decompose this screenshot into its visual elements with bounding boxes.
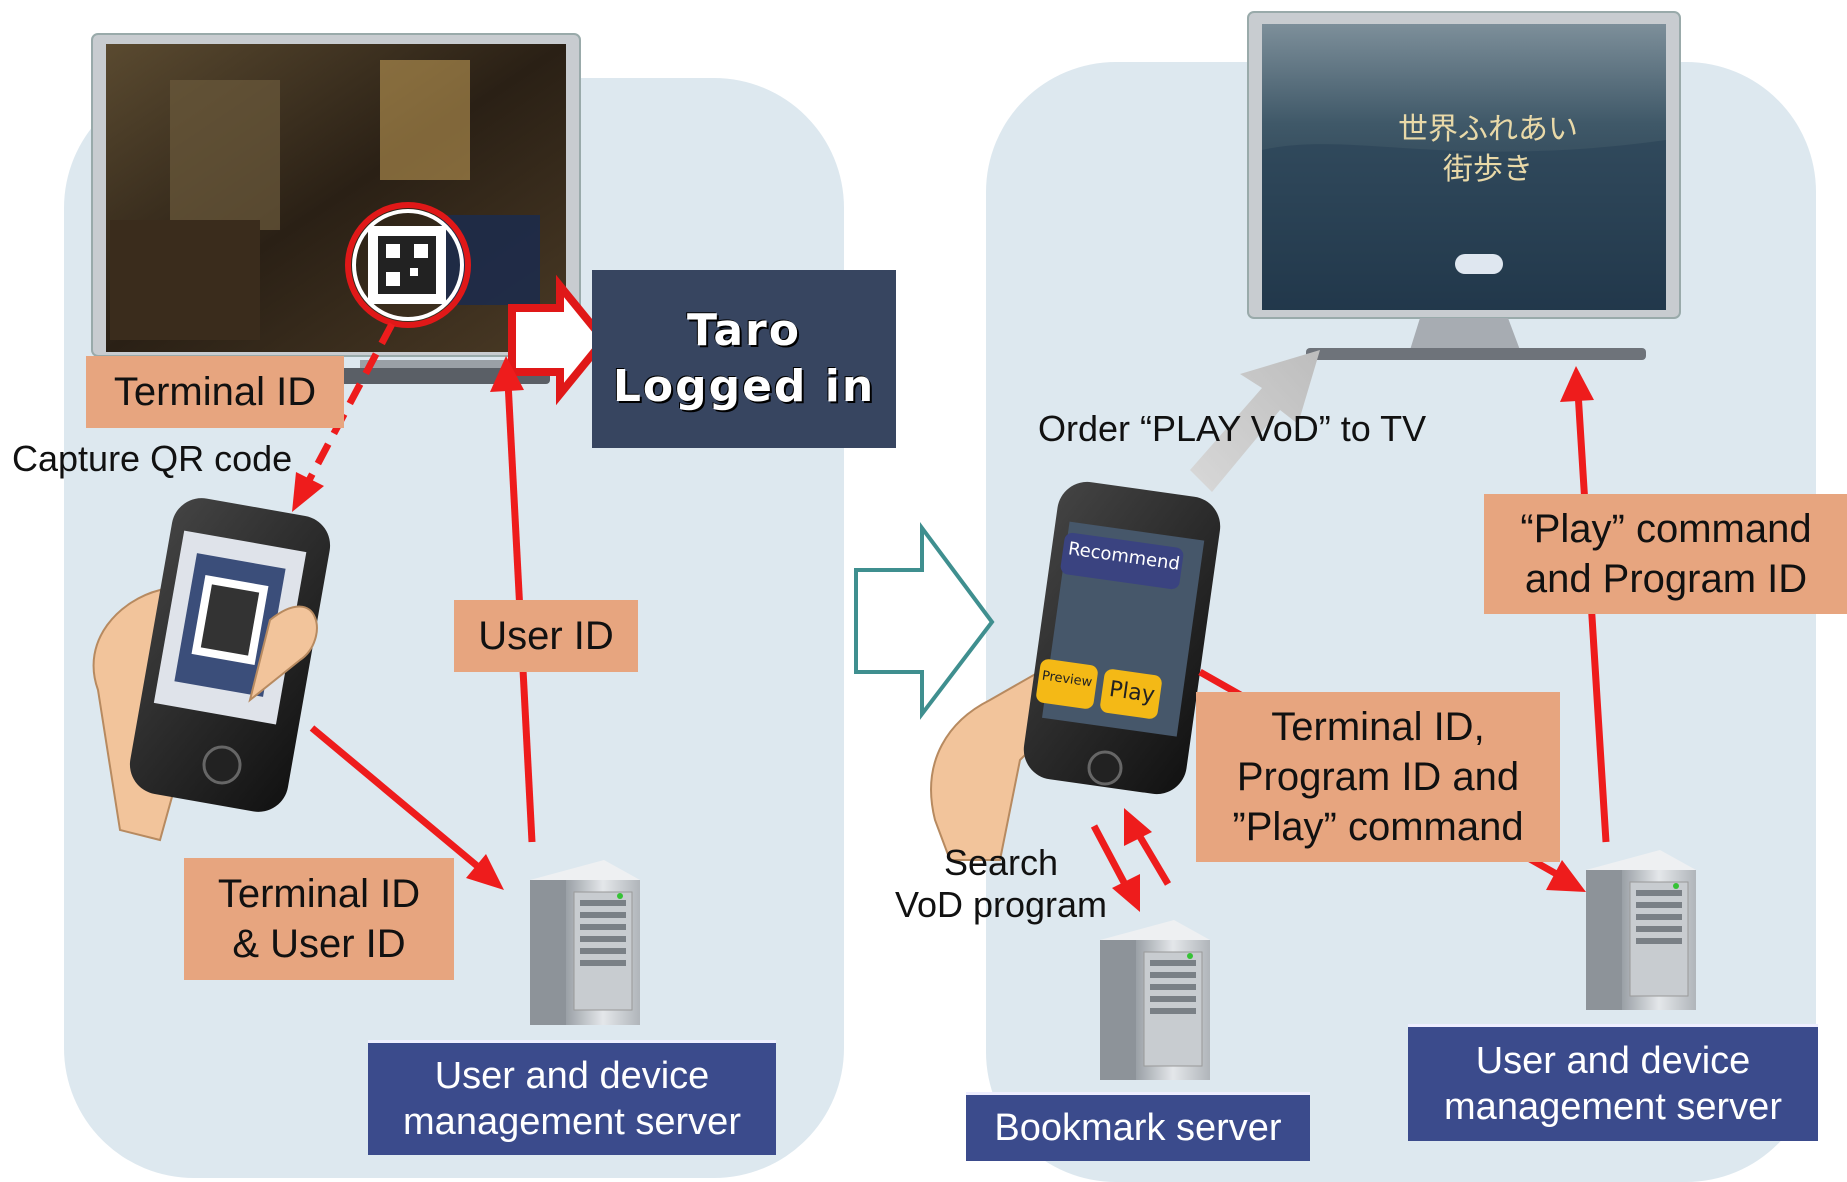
terminal-user-id-line1: Terminal ID xyxy=(217,872,421,916)
play-order-arrow-icon xyxy=(1190,350,1320,492)
tv-program-title: 世界ふれあい 街歩き xyxy=(1378,110,1598,190)
terminal-id-label-text: Terminal ID xyxy=(113,370,317,414)
left-phone-to-server-arrow xyxy=(309,725,504,890)
bookmark-server-label: Bookmark server xyxy=(966,1092,1310,1161)
terminal-id-label: Terminal ID xyxy=(86,356,344,428)
right-server-label-line1: User and device xyxy=(1475,1040,1751,1082)
left-phone-icon xyxy=(92,498,331,842)
play-command-line2: and Program ID xyxy=(1524,557,1808,601)
bookmark-server-label-text: Bookmark server xyxy=(994,1107,1282,1149)
left-server-label: User and device management server xyxy=(368,1040,776,1155)
search-caption-line1: Search xyxy=(943,842,1059,883)
right-server-icon xyxy=(1586,850,1696,1010)
user-id-label: User ID xyxy=(454,600,638,672)
tv-qr-code-icon xyxy=(345,202,471,328)
left-tv-icon xyxy=(91,33,581,384)
play-command-label: “Play” command and Program ID xyxy=(1484,494,1847,614)
search-up-arrow xyxy=(1124,808,1172,886)
login-user-name: Taro xyxy=(687,305,801,356)
terminal-user-id-label: Terminal ID & User ID xyxy=(184,858,454,980)
terminal-program-line1: Terminal ID, xyxy=(1271,705,1485,749)
login-status-text: Logged in xyxy=(612,361,876,412)
right-phone-icon xyxy=(930,481,1221,861)
right-server-label: User and device management server xyxy=(1408,1024,1818,1141)
left-server-label-line1: User and device xyxy=(434,1055,710,1097)
right-server-label-line2: management server xyxy=(1444,1086,1782,1128)
search-caption: Search VoD program xyxy=(886,842,1116,926)
left-server-icon xyxy=(530,860,640,1025)
login-status-box: Taro Logged in xyxy=(592,270,896,448)
capture-qr-arrow xyxy=(292,322,396,512)
terminal-user-id-line2: & User ID xyxy=(232,922,406,966)
transition-arrow-icon xyxy=(854,521,995,720)
login-arrow-icon xyxy=(508,274,610,406)
bookmark-server-icon xyxy=(1100,920,1210,1080)
user-id-label-text: User ID xyxy=(478,614,614,658)
search-caption-line2: VoD program xyxy=(894,884,1108,925)
right-server-to-tv-arrow xyxy=(1560,366,1610,843)
terminal-program-line3: ”Play” command xyxy=(1232,805,1524,849)
left-server-to-tv-arrow xyxy=(490,356,536,843)
tv-program-title-line2: 街歩き xyxy=(1443,152,1533,187)
capture-qr-caption: Capture QR code xyxy=(12,438,293,479)
play-command-line1: “Play” command xyxy=(1520,507,1812,551)
terminal-program-label: Terminal ID, Program ID and ”Play” comma… xyxy=(1196,692,1560,862)
right-tv-icon xyxy=(1247,11,1681,360)
tv-program-title-line1: 世界ふれあい xyxy=(1398,112,1578,147)
left-server-label-line2: management server xyxy=(403,1101,741,1143)
order-play-caption: Order “PLAY VoD” to TV xyxy=(1038,408,1427,449)
terminal-program-line2: Program ID and xyxy=(1236,755,1520,799)
search-down-arrow xyxy=(1090,824,1140,912)
